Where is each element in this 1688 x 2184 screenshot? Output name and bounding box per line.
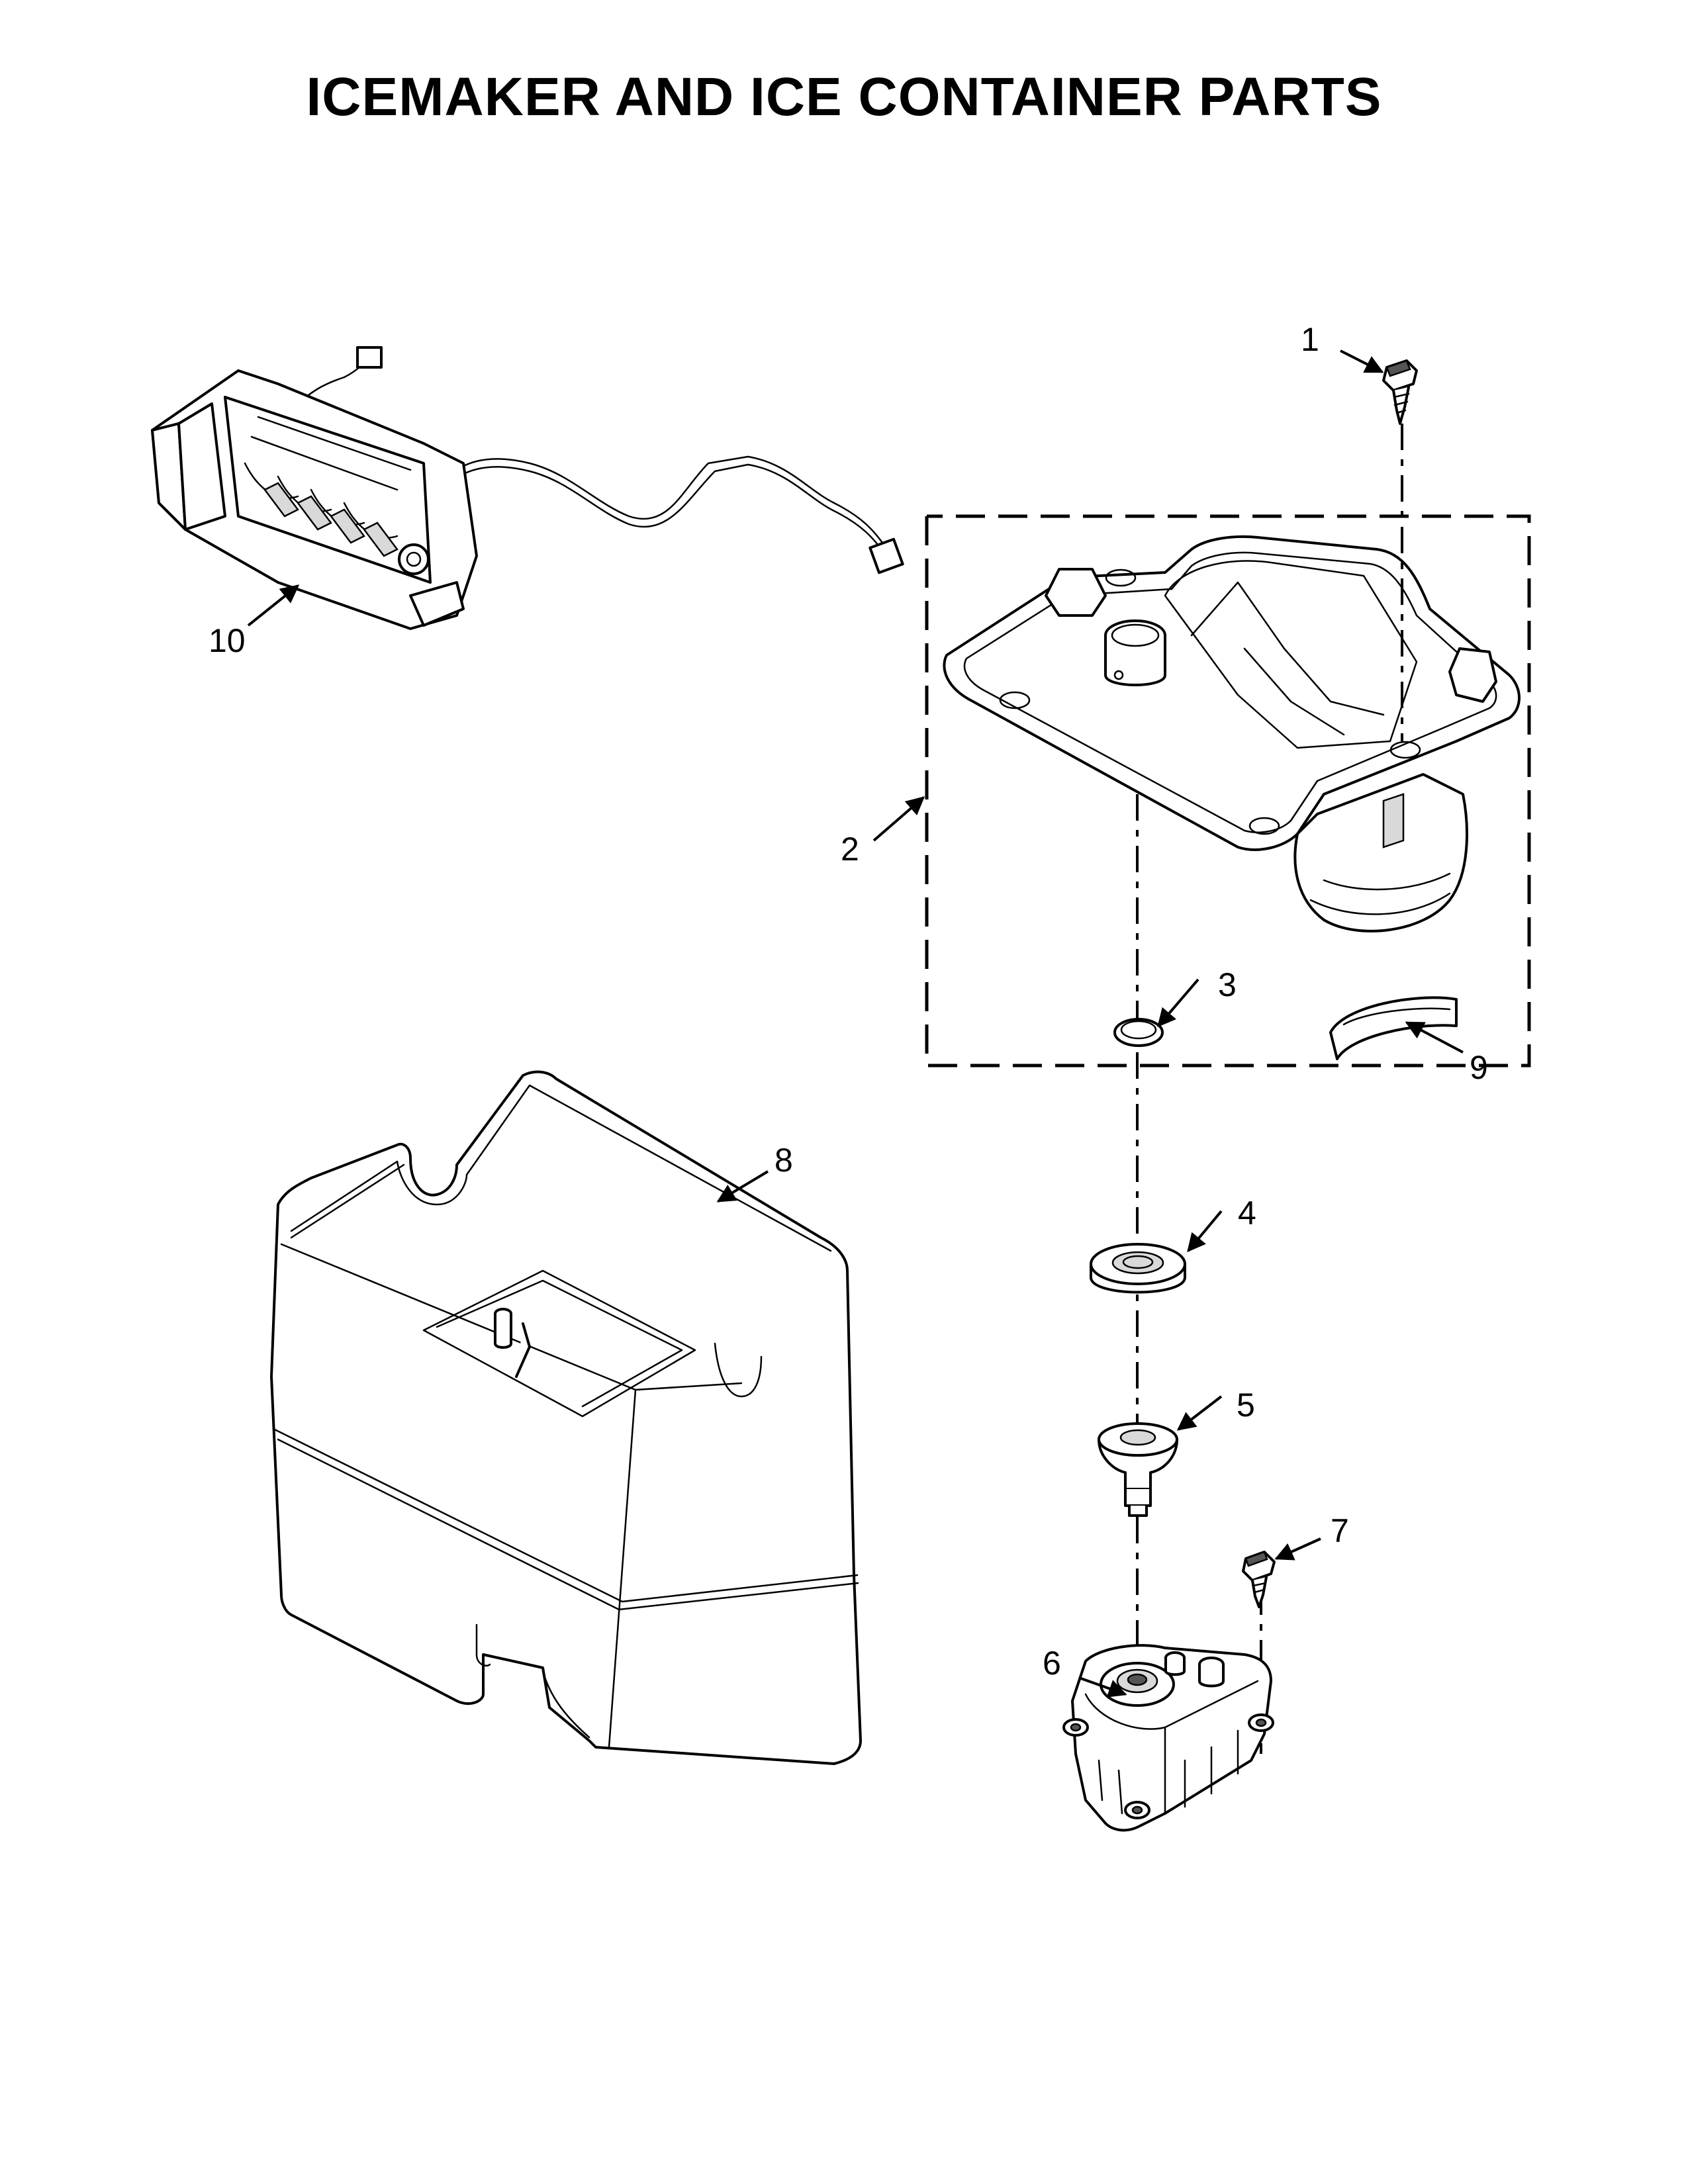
screw-icon[interactable] (1382, 359, 1418, 425)
ring-icon[interactable] (1113, 1018, 1164, 1047)
ice-bucket-icon[interactable] (270, 1070, 862, 1765)
auger-motor-icon[interactable] (1062, 1644, 1274, 1832)
callout-8: 8 (774, 1142, 793, 1179)
icemaker-icon[interactable] (151, 346, 904, 630)
callout-10: 10 (209, 622, 246, 659)
callout-2: 2 (841, 831, 859, 868)
callout-1: 1 (1301, 321, 1319, 358)
callout-5: 5 (1237, 1387, 1255, 1424)
page-title: ICEMAKER AND ICE CONTAINER PARTS (306, 67, 1382, 127)
callout-9: 9 (1470, 1049, 1488, 1086)
leader-lines (247, 349, 1464, 1698)
bearing-icon[interactable] (1090, 1243, 1186, 1294)
screw-icon[interactable] (1242, 1551, 1276, 1608)
callout-7: 7 (1331, 1512, 1349, 1549)
gasket-strip-icon[interactable] (1329, 996, 1458, 1060)
callout-3: 3 (1218, 966, 1237, 1003)
callout-4: 4 (1238, 1195, 1256, 1232)
callout-6: 6 (1043, 1645, 1061, 1682)
housing-assembly-icon[interactable] (925, 514, 1531, 1068)
coupler-icon[interactable] (1098, 1422, 1178, 1517)
